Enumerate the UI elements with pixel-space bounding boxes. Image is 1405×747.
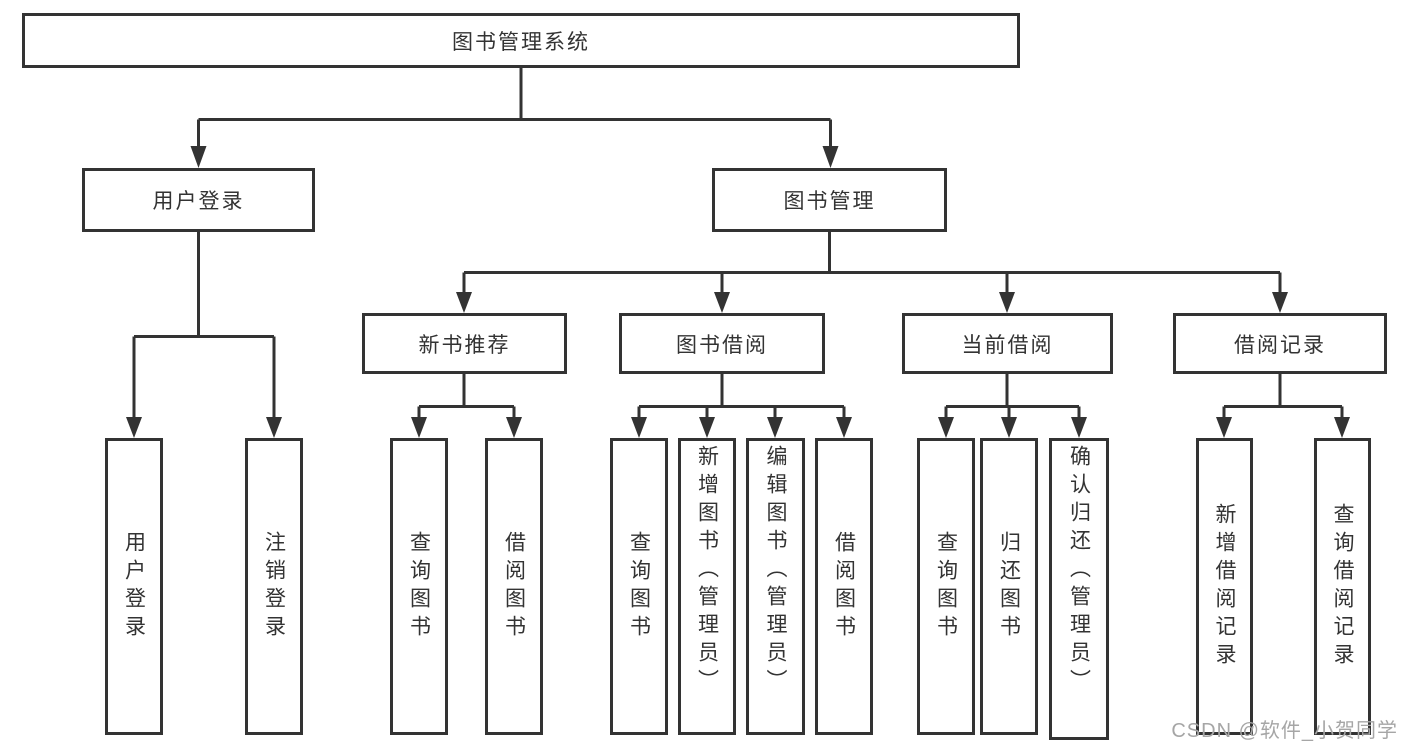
node-label: 注销登录 — [262, 530, 286, 643]
node-label: 借阅图书 — [502, 530, 526, 643]
node-label: 图书管理系统 — [452, 30, 590, 54]
leaf-logout: 注销登录 — [245, 438, 303, 735]
node-library-system: 图书管理系统 — [22, 13, 1020, 68]
csdn-watermark: CSDN @软件_小贺同学 — [1171, 720, 1398, 742]
connector-lines — [132, 66, 1344, 420]
leaf-edit-book-admin: 编辑图书（管理员） — [746, 438, 805, 735]
node-label: 新书推荐 — [418, 333, 511, 357]
node-label: 借阅记录 — [1234, 333, 1326, 357]
leaf-query-books-borrowing: 查询图书 — [610, 438, 668, 735]
leaf-query-books-current: 查询图书 — [917, 438, 975, 735]
leaf-user-login: 用户登录 — [105, 438, 163, 735]
leaf-borrow-books-borrowing: 借阅图书 — [815, 438, 873, 735]
node-label: 当前借阅 — [961, 333, 1054, 357]
node-label: 归还图书 — [997, 530, 1021, 643]
leaf-query-books-recommend: 查询图书 — [390, 438, 448, 735]
node-label: 查询图书 — [627, 530, 651, 643]
node-user-login: 用户登录 — [82, 168, 315, 232]
leaf-borrow-books-recommend: 借阅图书 — [485, 438, 543, 735]
node-new-book-recommend: 新书推荐 — [362, 313, 567, 374]
node-label: 用户登录 — [152, 190, 245, 213]
node-label: 编辑图书（管理员） — [764, 445, 788, 697]
leaf-query-borrow-record: 查询借阅记录 — [1314, 438, 1371, 735]
node-book-management: 图书管理 — [712, 168, 947, 232]
node-label: 新增借阅记录 — [1213, 502, 1237, 671]
node-label: 查询图书 — [407, 530, 431, 643]
node-label: 借阅图书 — [832, 530, 856, 643]
node-label: 查询借阅记录 — [1331, 502, 1355, 671]
node-label: 查询图书 — [934, 530, 958, 643]
node-borrowing-records: 借阅记录 — [1173, 313, 1387, 374]
leaf-return-books: 归还图书 — [980, 438, 1038, 735]
leaf-confirm-return-admin: 确认归还（管理员） — [1049, 438, 1109, 740]
node-label: 新增图书（管理员） — [695, 445, 719, 697]
node-label: 图书管理 — [783, 190, 876, 213]
leaf-add-borrow-record: 新增借阅记录 — [1196, 438, 1253, 735]
node-current-borrowing: 当前借阅 — [902, 313, 1113, 374]
node-label: 确认归还（管理员） — [1067, 445, 1091, 697]
node-label: 用户登录 — [122, 530, 146, 643]
leaf-add-book-admin: 新增图书（管理员） — [678, 438, 736, 735]
node-label: 图书借阅 — [676, 333, 768, 357]
node-book-borrowing: 图书借阅 — [619, 313, 825, 374]
